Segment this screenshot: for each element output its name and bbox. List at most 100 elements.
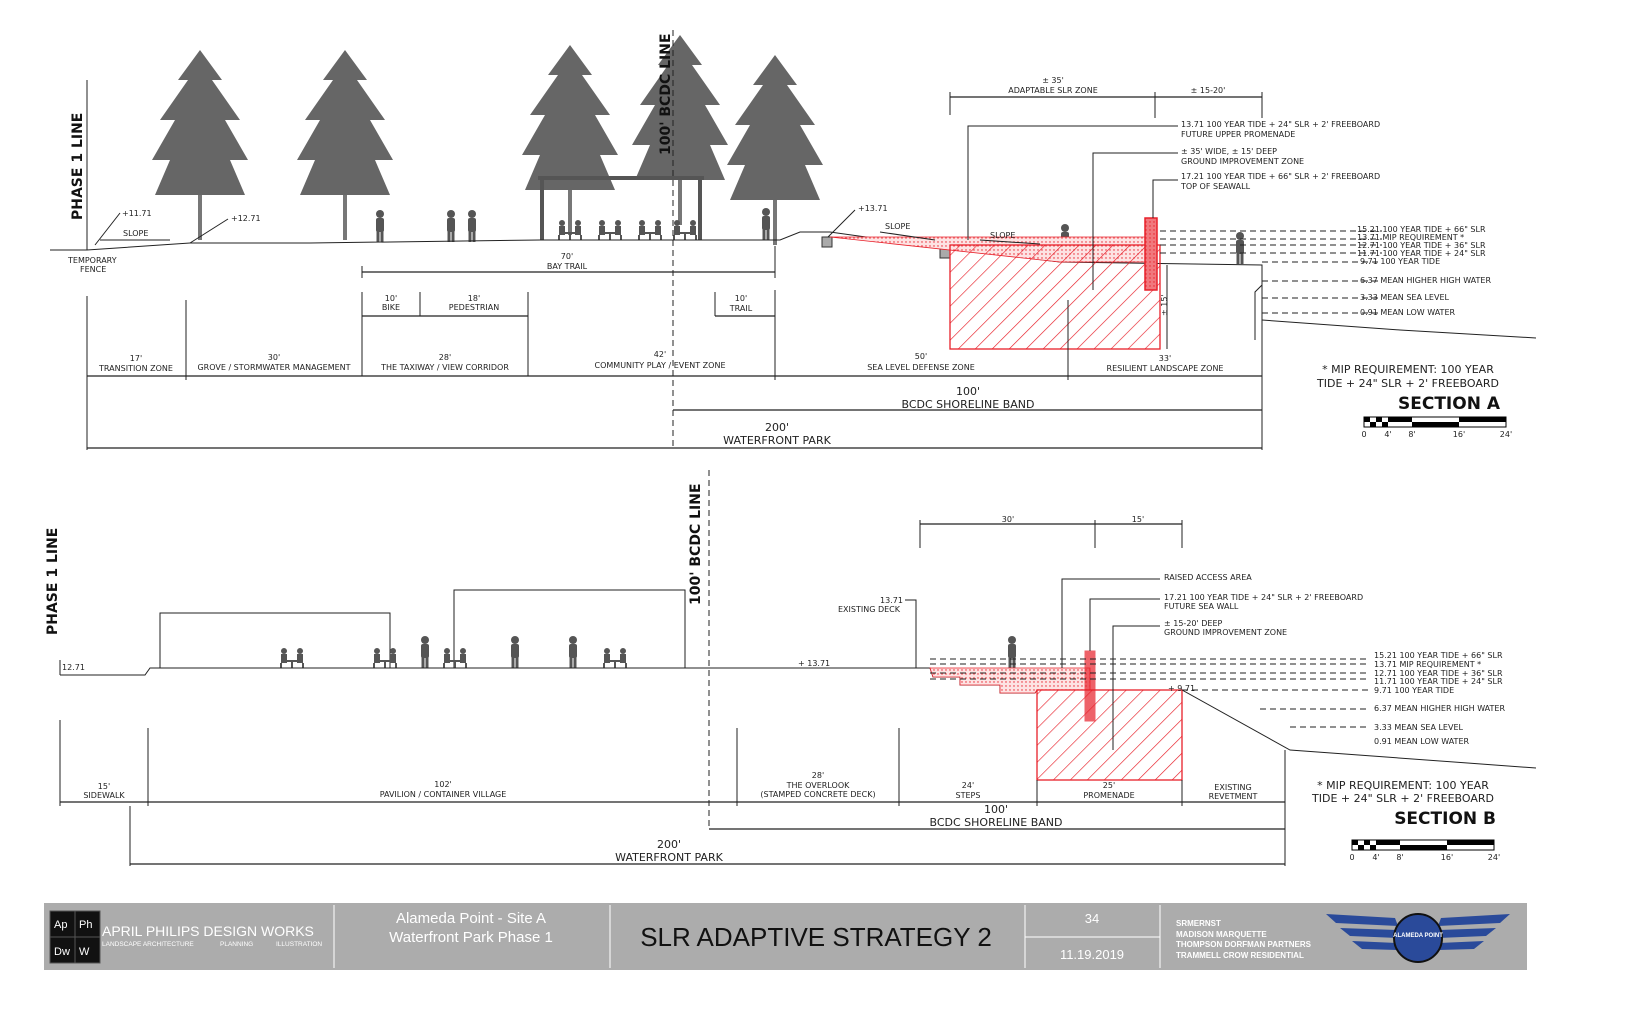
svg-text:± 35': ± 35' — [1042, 76, 1064, 85]
svg-text:± 35' WIDE, ± 15' DEEP: ± 35' WIDE, ± 15' DEEP — [1181, 147, 1277, 156]
mip-note-2: TIDE + 24" SLR + 2' FREEBOARD — [1316, 377, 1499, 390]
svg-text:THE OVERLOOK: THE OVERLOOK — [786, 781, 851, 790]
svg-text:0: 0 — [1361, 430, 1366, 439]
firm-logo: Ap Ph Dw W — [49, 910, 101, 964]
partner: THOMPSON DORFMAN PARTNERS — [1176, 940, 1312, 949]
sea-wall — [1084, 650, 1096, 722]
svg-text:13.71 MIP REQUIREMENT *: 13.71 MIP REQUIREMENT * — [1357, 233, 1464, 242]
svg-text:Dw: Dw — [54, 946, 70, 958]
svg-text:28': 28' — [812, 771, 824, 780]
svg-text:30': 30' — [268, 353, 280, 362]
firm-name: APRIL PHILIPS DESIGN WORKS — [102, 923, 314, 939]
tree-icon — [522, 45, 618, 235]
svg-text:13.71 MIP REQUIREMENT *: 13.71 MIP REQUIREMENT * — [1374, 660, 1481, 669]
seating-icon — [673, 220, 697, 240]
waterfront-park-dimension: 200' WATERFRONT PARK — [130, 838, 1285, 865]
person-icon — [1236, 232, 1244, 264]
section-title: SECTION B — [1394, 809, 1496, 829]
svg-text:4': 4' — [1384, 430, 1391, 439]
svg-text:BCDC SHORELINE BAND: BCDC SHORELINE BAND — [901, 398, 1034, 411]
svg-text:8': 8' — [1396, 853, 1403, 862]
svg-text:± 15-20': ± 15-20' — [1191, 86, 1226, 95]
partner: MADISON MARQUETTE — [1176, 930, 1267, 939]
section-title: SECTION A — [1398, 394, 1501, 414]
svg-text:24': 24' — [1500, 430, 1512, 439]
person-icon — [762, 208, 770, 240]
svg-text:BAY TRAIL: BAY TRAIL — [547, 262, 588, 271]
svg-text:70': 70' — [561, 252, 573, 261]
callouts: RAISED ACCESS AREA 17.21 100 YEAR TIDE +… — [1061, 573, 1363, 750]
svg-text:4': 4' — [1372, 853, 1379, 862]
water-levels: 15.21 100 YEAR TIDE + 66" SLR 13.71 MIP … — [930, 651, 1505, 746]
person-icon — [376, 210, 384, 242]
person-icon — [447, 210, 455, 242]
svg-text:6.37 MEAN HIGHER HIGH WATER: 6.37 MEAN HIGHER HIGH WATER — [1360, 276, 1491, 285]
seating-icon — [443, 648, 467, 668]
svg-text:THE TAXIWAY / VIEW CORRIDOR: THE TAXIWAY / VIEW CORRIDOR — [380, 363, 509, 372]
svg-text:TRANSITION ZONE: TRANSITION ZONE — [98, 364, 173, 373]
svg-text:± 15-20' DEEP: ± 15-20' DEEP — [1164, 619, 1223, 628]
zone-dimensions: 15' SIDEWALK 102' PAVILION / CONTAINER V… — [59, 720, 1286, 866]
phase-1-line-label: PHASE 1 LINE — [45, 528, 61, 635]
svg-text:0: 0 — [1349, 853, 1354, 862]
svg-text:24': 24' — [962, 781, 974, 790]
person-icon — [1008, 636, 1016, 668]
svg-text:WATERFRONT PARK: WATERFRONT PARK — [615, 851, 723, 864]
fence-label: TEMPORARY — [67, 256, 117, 265]
svg-text:8': 8' — [1408, 430, 1415, 439]
fence-label-2: FENCE — [80, 265, 106, 274]
title-block: Ap Ph Dw W APRIL PHILIPS DESIGN WORKS LA… — [44, 903, 1527, 970]
svg-text:EXISTING: EXISTING — [1214, 783, 1251, 792]
svg-text:FUTURE SEA WALL: FUTURE SEA WALL — [1164, 602, 1239, 611]
sheet-date: 11.19.2019 — [1060, 947, 1124, 962]
svg-text:33': 33' — [1159, 354, 1171, 363]
partner: TRAMMELL CROW RESIDENTIAL — [1176, 951, 1304, 960]
svg-text:PROMENADE: PROMENADE — [1083, 791, 1134, 800]
shoreline-band-dimension: 100' BCDC SHORELINE BAND — [709, 803, 1285, 830]
svg-text:18': 18' — [468, 294, 480, 303]
svg-text:12.71 100 YEAR TIDE + 36" SLR: 12.71 100 YEAR TIDE + 36" SLR — [1374, 669, 1503, 678]
spot-elevation: 12.71 — [62, 663, 85, 672]
spot-elevation: + 13.71 — [798, 659, 830, 668]
firm-sub: PLANNING — [220, 941, 253, 948]
svg-text:11.71 100 YEAR TIDE + 24" SLR: 11.71 100 YEAR TIDE + 24" SLR — [1357, 249, 1486, 258]
existing-deck-label-2: EXISTING DECK — [838, 605, 901, 614]
svg-text:BCDC SHORELINE BAND: BCDC SHORELINE BAND — [929, 816, 1062, 829]
ground-improvement-zone — [949, 244, 1161, 350]
svg-text:9.71 100 YEAR TIDE: 9.71 100 YEAR TIDE — [1374, 686, 1454, 695]
mip-note-2: TIDE + 24" SLR + 2' FREEBOARD — [1311, 792, 1494, 805]
svg-text:SEA LEVEL DEFENSE ZONE: SEA LEVEL DEFENSE ZONE — [867, 363, 975, 372]
svg-text:ALAMEDA POINT: ALAMEDA POINT — [1393, 933, 1443, 939]
tree-icon — [152, 50, 248, 240]
svg-text:FUTURE UPPER PROMENADE: FUTURE UPPER PROMENADE — [1181, 130, 1295, 139]
shoreline-band-dimension: 100' BCDC SHORELINE BAND — [673, 385, 1262, 411]
project-phase: Waterfront Park Phase 1 — [389, 929, 553, 946]
svg-text:50': 50' — [915, 352, 927, 361]
svg-text:24': 24' — [1488, 853, 1500, 862]
zone-dimensions: 17' TRANSITION ZONE 30' GROVE / STORMWAT… — [86, 265, 1263, 450]
section-a: PHASE 1 LINE 100' BCDC LINE +11.71 SLOPE… — [50, 30, 1537, 450]
person-icon — [421, 636, 429, 668]
dimension-sub: 10' BIKE 18' PEDESTRIAN 10' TRAIL — [361, 292, 775, 376]
ground-profile — [60, 667, 1537, 769]
waterfront-park-dimension: 200' WATERFRONT PARK — [87, 421, 1262, 449]
svg-text:100': 100' — [956, 385, 980, 398]
spot-elevation: +12.71 — [231, 214, 261, 223]
svg-text:GROVE / STORMWATER MANAGEMENT: GROVE / STORMWATER MANAGEMENT — [197, 363, 350, 372]
svg-text:COMMUNITY PLAY / EVENT ZONE: COMMUNITY PLAY / EVENT ZONE — [595, 361, 726, 370]
svg-text:3.33 MEAN SEA LEVEL: 3.33 MEAN SEA LEVEL — [1374, 723, 1464, 732]
svg-text:25': 25' — [1103, 781, 1115, 790]
partner: SRMERNST — [1176, 919, 1221, 928]
svg-text:13.71 100 YEAR TIDE + 24" SLR: 13.71 100 YEAR TIDE + 24" SLR + 2' FREEB… — [1181, 120, 1380, 129]
tree-icon — [632, 35, 728, 225]
slope-label: SLOPE — [990, 231, 1015, 240]
svg-text:16': 16' — [1441, 853, 1453, 862]
svg-text:PAVILION / CONTAINER VILLAGE: PAVILION / CONTAINER VILLAGE — [380, 790, 507, 799]
svg-text:15': 15' — [1132, 515, 1144, 524]
tree-icon — [727, 55, 823, 245]
person-icon — [511, 636, 519, 668]
svg-text:42': 42' — [654, 350, 666, 359]
person-icon — [468, 210, 476, 242]
svg-text:Ap: Ap — [54, 919, 67, 931]
